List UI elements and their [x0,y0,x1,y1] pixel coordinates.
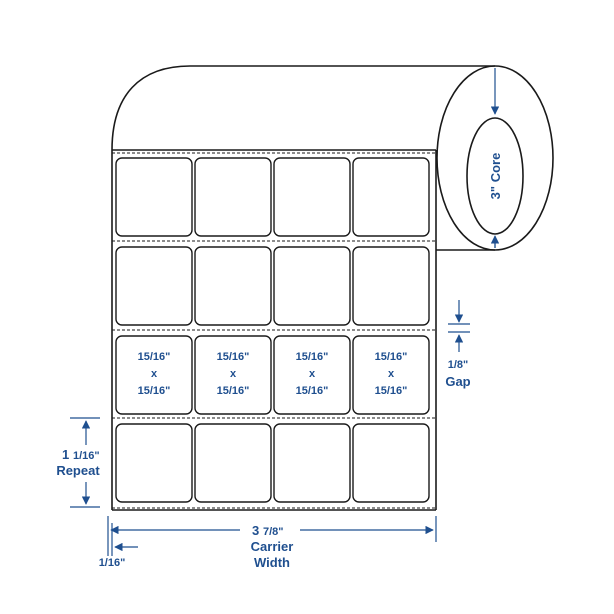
label-sep-text: x [151,368,158,380]
gap-value: 1/8" [448,359,469,371]
repeat-word: Repeat [56,463,100,478]
label [115,246,193,326]
margin-value: 1/16" [99,557,126,569]
label-sep-text: x [230,368,237,380]
gap-dimension: 1/8" Gap [445,300,471,389]
carrier-line3: Width [254,555,290,570]
label-height-text: 15/16" [138,385,171,397]
label [273,246,351,326]
carrier-line2: Carrier [251,539,294,554]
label [273,335,351,415]
label-width-text: 15/16" [296,351,329,363]
core-label: 3" Core [488,153,503,200]
label [352,246,430,326]
carrier-value-whole: 3 [252,523,259,538]
label [194,157,272,237]
label [115,423,193,503]
label [194,423,272,503]
label-height-text: 15/16" [296,385,329,397]
label-width-text: 15/16" [375,351,408,363]
label-height-text: 15/16" [217,385,250,397]
label [352,157,430,237]
roll-body [111,65,554,511]
roll-top-curve [111,65,495,151]
label [352,335,430,415]
label [115,157,193,237]
carrier-value-frac: 7/8" [263,526,284,538]
label [194,246,272,326]
label [273,423,351,503]
label [273,157,351,237]
label [115,335,193,415]
label-size-texts: 15/16" x 15/16" 15/16" x 15/16" 15/16" x… [138,351,408,397]
carrier-dimension: 3 7/8" Carrier Width 1/16" [99,516,437,570]
core-ellipse [466,117,524,235]
roll-end-ellipse [436,65,554,251]
label-width-text: 15/16" [217,351,250,363]
label-sep-text: x [309,368,316,380]
label [352,423,430,503]
repeat-value-frac: 1/16" [73,450,100,462]
gap-word: Gap [445,374,470,389]
repeat-dimension: 1 1/16" Repeat [56,417,100,508]
label [194,335,272,415]
repeat-value-whole: 1 [62,447,69,462]
label-height-text: 15/16" [375,385,408,397]
perforations [112,152,436,509]
label-sep-text: x [388,368,395,380]
labels-grid [115,157,430,503]
label-width-text: 15/16" [138,351,171,363]
core-dimension: 3" Core [488,68,503,248]
